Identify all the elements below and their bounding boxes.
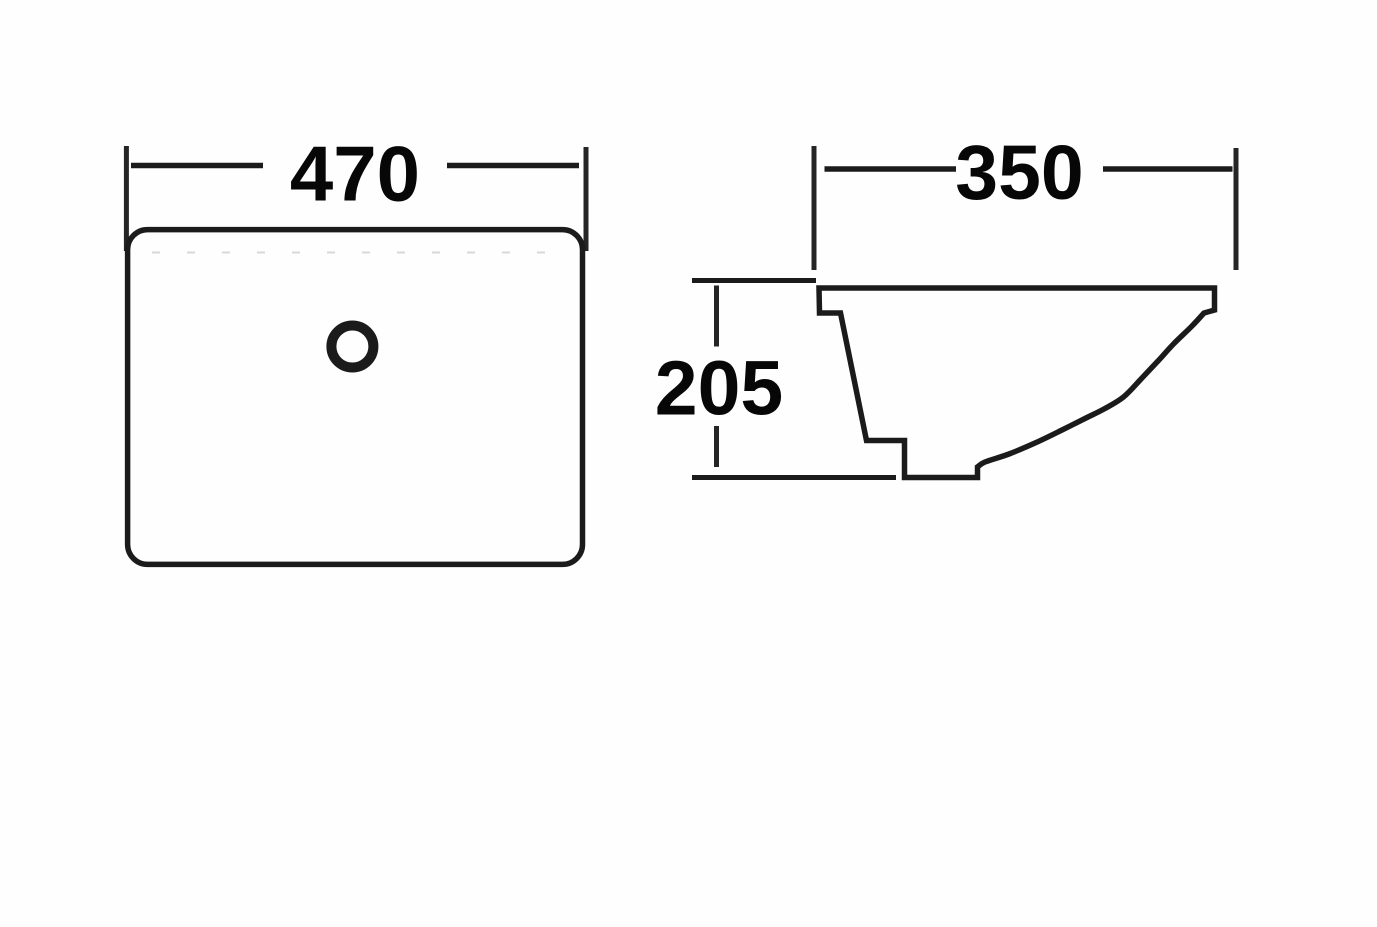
svg-text:470: 470 [290, 130, 420, 218]
svg-text:350: 350 [955, 130, 1083, 216]
svg-text:205: 205 [655, 346, 783, 432]
